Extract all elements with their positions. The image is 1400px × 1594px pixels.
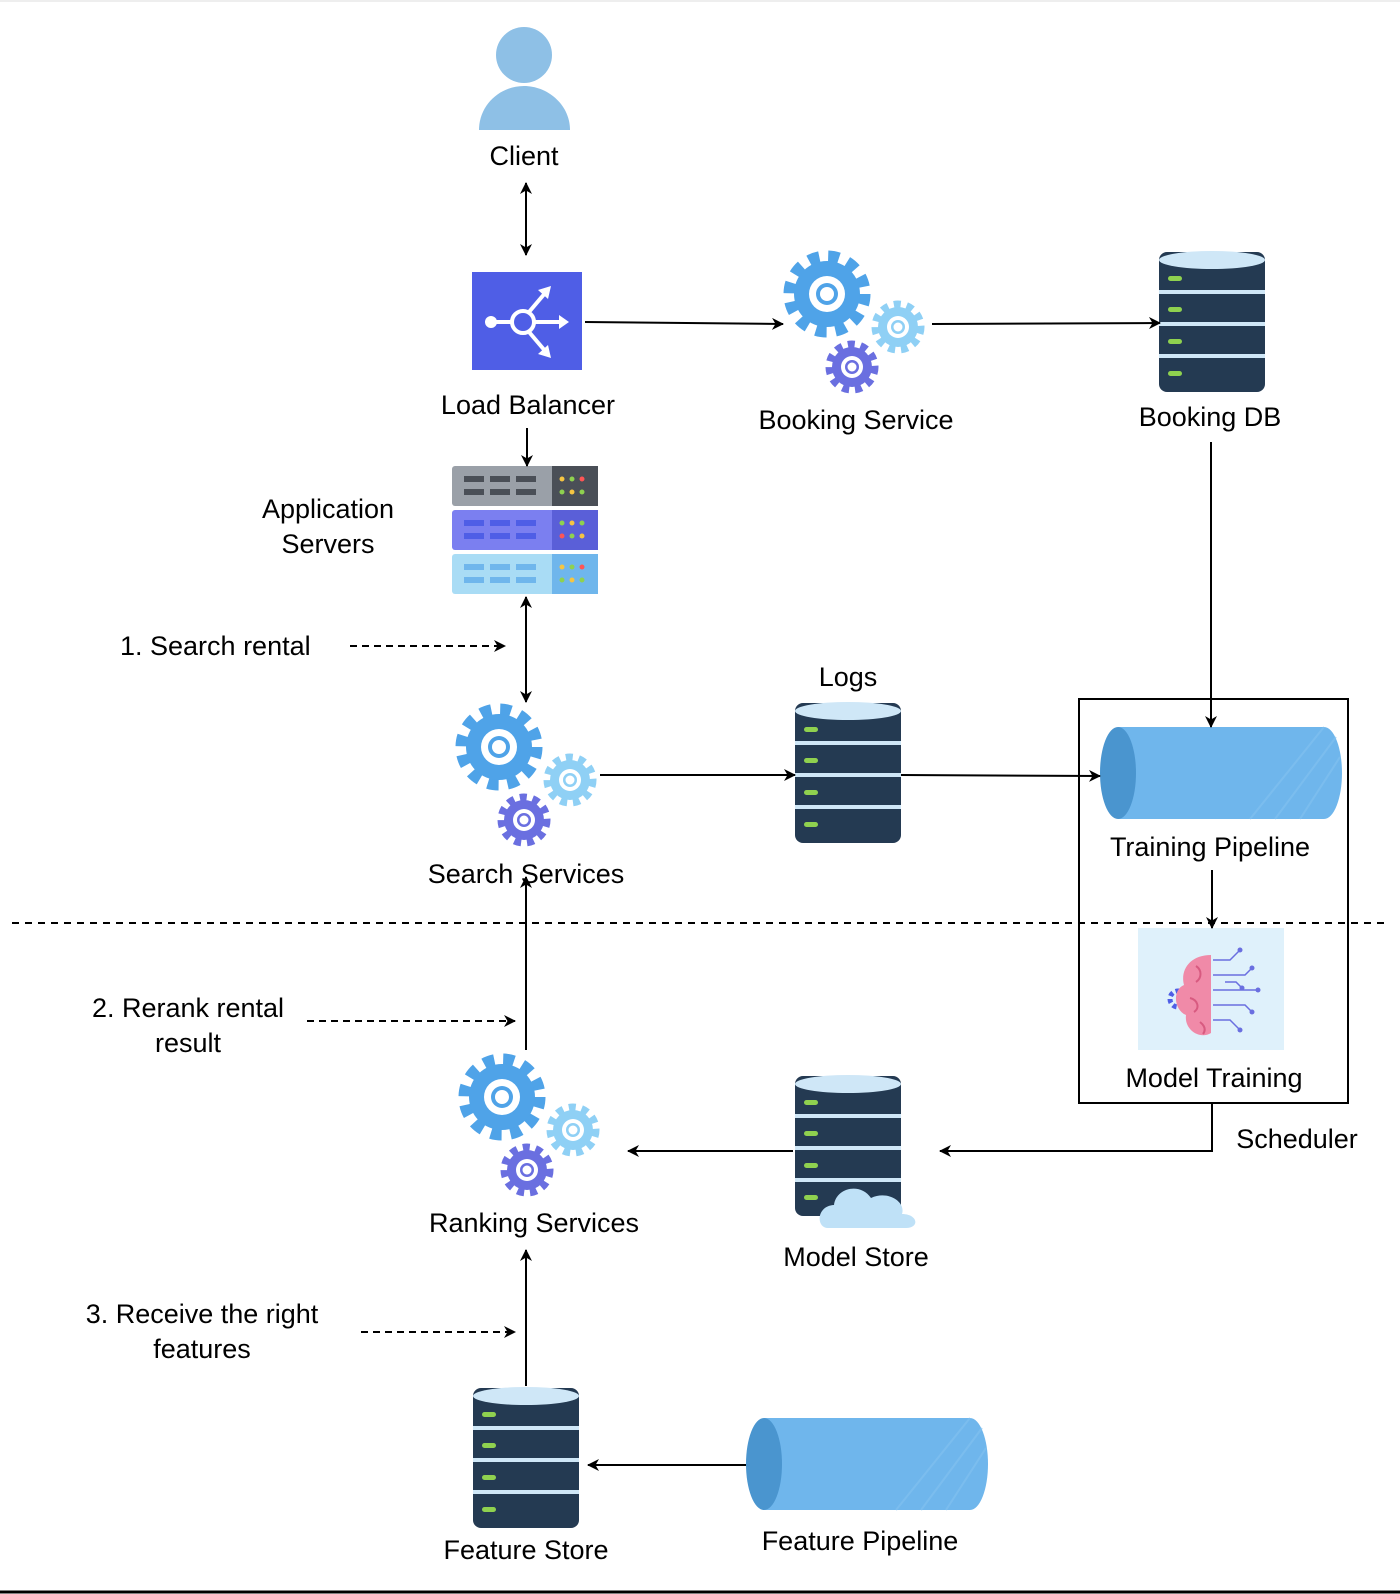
scheduler-modelstore-arrow [939, 1103, 1213, 1157]
application-servers-icon [452, 466, 598, 594]
step1-label: 1. Search rental [120, 631, 311, 661]
application-servers-label-line1: Application [262, 494, 394, 524]
feature-pipeline-label: Feature Pipeline [762, 1526, 959, 1556]
scheduler-label: Scheduler [1236, 1124, 1358, 1154]
step3-label-line1: 3. Receive the right [86, 1299, 319, 1329]
ranking-services-label: Ranking Services [429, 1208, 639, 1238]
step3-label-line2: features [153, 1334, 251, 1364]
feature-store-db-icon [473, 1387, 579, 1528]
application-servers-label-line2: Servers [281, 529, 374, 559]
logs-training-arrow [900, 769, 1101, 782]
model-store-icon [795, 1075, 916, 1228]
model-store-label: Model Store [783, 1242, 929, 1272]
logs-label: Logs [819, 662, 878, 692]
step2-label-line1: 2. Rerank rental [92, 993, 284, 1023]
booking-db-label: Booking DB [1139, 402, 1282, 432]
booking-db-icon [1159, 251, 1265, 392]
model-training-brain-icon [1138, 928, 1284, 1050]
model-training-label: Model Training [1125, 1063, 1302, 1093]
booking-service-label: Booking Service [758, 405, 953, 435]
booking-service-gear-icon [789, 256, 921, 390]
ranking-services-gear-icon [464, 1059, 596, 1193]
feature-store-label: Feature Store [443, 1535, 608, 1565]
booking-db-arrow [931, 317, 1161, 330]
search-services-gear-icon [461, 709, 593, 843]
load-balancer-label: Load Balancer [441, 390, 615, 420]
step2-label-line2: result [155, 1028, 222, 1058]
logs-db-icon [795, 702, 901, 843]
lb-booking-arrow [584, 317, 784, 330]
training-pipeline-label: Training Pipeline [1110, 832, 1310, 862]
client-person-icon [479, 27, 570, 130]
client-label: Client [489, 141, 559, 171]
training-pipeline-icon [1099, 726, 1343, 820]
training-group-box [1078, 698, 1349, 1104]
load-balancer-icon [472, 272, 582, 370]
feature-pipeline-icon [745, 1417, 989, 1511]
